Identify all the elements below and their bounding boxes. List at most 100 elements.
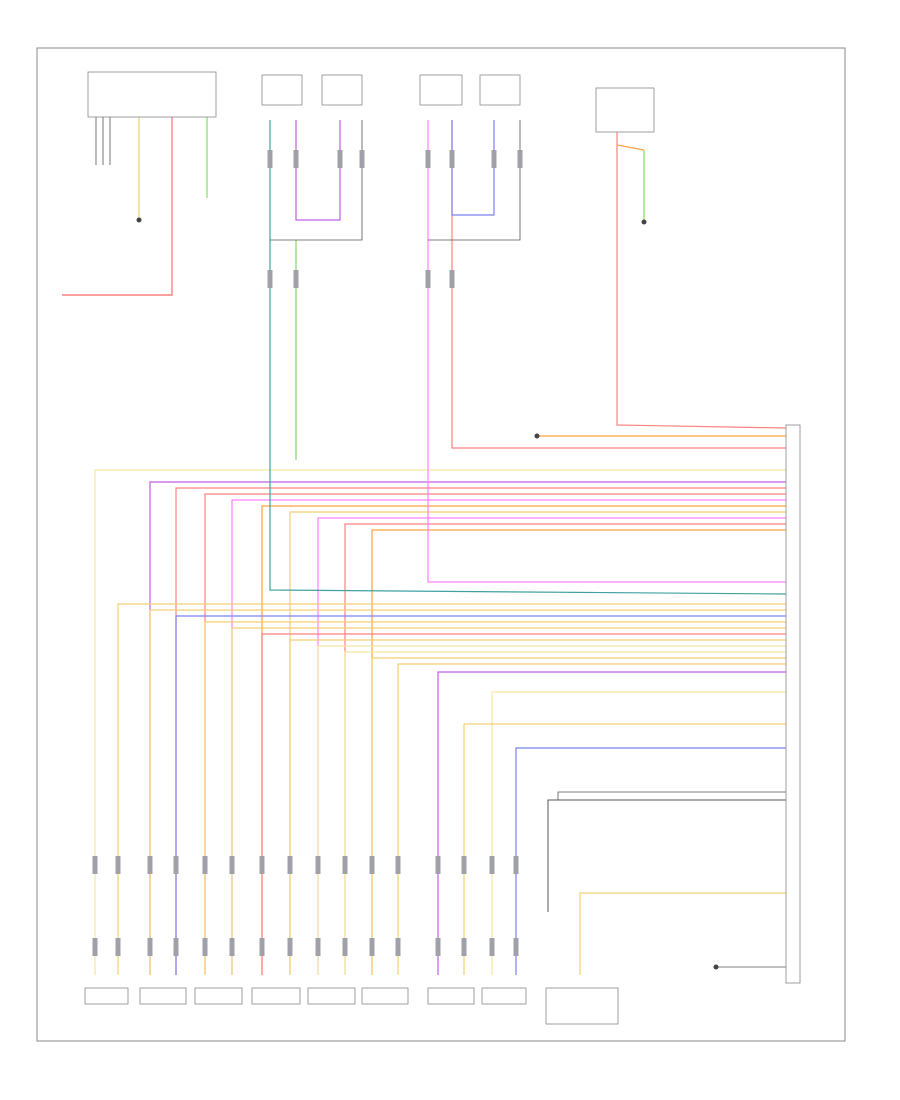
ground-point-low bbox=[713, 964, 719, 970]
tweeter-connector-3 bbox=[425, 270, 431, 288]
sub-wire-3 bbox=[515, 747, 786, 975]
speaker-connector-top-1 bbox=[92, 856, 98, 874]
speaker-connector-bottom-8 bbox=[287, 938, 293, 956]
harness-wire-lower-5 bbox=[231, 627, 786, 975]
speaker-connector-bottom-1 bbox=[92, 938, 98, 956]
tweeter-wire-blue bbox=[451, 120, 495, 216]
speaker-connector-top-9 bbox=[315, 856, 321, 874]
harness-wire-lower-8 bbox=[317, 645, 786, 975]
ground-point-mid bbox=[534, 433, 540, 439]
rear-tweeter-left-box bbox=[261, 74, 303, 106]
speaker-connector-bottom-12 bbox=[395, 938, 401, 956]
harness-wire-upper-3 bbox=[175, 487, 786, 975]
harness-wire-lower-3 bbox=[175, 615, 786, 975]
main-connector-bar bbox=[785, 424, 801, 984]
harness-wire-lower-7 bbox=[289, 639, 786, 975]
front-tweeter-left-box bbox=[419, 74, 463, 106]
harness-wire-lower-10 bbox=[371, 657, 786, 975]
speaker-box-3 bbox=[194, 987, 243, 1005]
harness-wire-upper-5 bbox=[231, 499, 786, 975]
harness-wire-lower-2 bbox=[149, 609, 786, 975]
tweeter-plug-1 bbox=[267, 150, 273, 168]
subwoofer-amplifier-box bbox=[545, 987, 619, 1025]
speaker-box-7 bbox=[427, 987, 475, 1005]
front-tweeter-right-box bbox=[479, 74, 521, 106]
speaker-connector-bottom-16 bbox=[513, 938, 519, 956]
speaker-connector-top-5 bbox=[202, 856, 208, 874]
speaker-box-8 bbox=[481, 987, 527, 1005]
speaker-box-6 bbox=[361, 987, 409, 1005]
speaker-connector-bottom-15 bbox=[489, 938, 495, 956]
harness-wire-lower-11 bbox=[397, 663, 786, 975]
speaker-connector-bottom-4 bbox=[173, 938, 179, 956]
speaker-box-4 bbox=[251, 987, 301, 1005]
speaker-connector-bottom-7 bbox=[259, 938, 265, 956]
harness-wire-lower-9 bbox=[344, 651, 786, 975]
speaker-connector-bottom-11 bbox=[369, 938, 375, 956]
ground-point-right bbox=[641, 219, 647, 225]
speaker-box-2 bbox=[139, 987, 187, 1005]
connector-layer bbox=[84, 150, 798, 1005]
tweeter-plug-7 bbox=[491, 150, 497, 168]
fuse-riser-red bbox=[616, 132, 787, 429]
speaker-connector-top-14 bbox=[461, 856, 467, 874]
harness-wire-upper-2 bbox=[149, 481, 786, 975]
harness-wire-upper-10 bbox=[371, 529, 786, 975]
speaker-connector-bottom-6 bbox=[229, 938, 235, 956]
speaker-connector-top-2 bbox=[115, 856, 121, 874]
speaker-connector-top-16 bbox=[513, 856, 519, 874]
fuse-relay-box bbox=[595, 87, 655, 133]
tweeter-wire-gray-left bbox=[270, 120, 363, 241]
wire-layer bbox=[62, 117, 787, 975]
speaker-connector-bottom-5 bbox=[202, 938, 208, 956]
speaker-connector-top-12 bbox=[395, 856, 401, 874]
harness-wire-upper-1 bbox=[94, 469, 786, 975]
tweeter-wire-teal bbox=[269, 120, 787, 595]
radio-wire-red bbox=[62, 117, 173, 296]
fuse-riser-orange bbox=[616, 144, 645, 151]
sub-wire-2 bbox=[463, 723, 786, 975]
tweeter-connector-2 bbox=[293, 270, 299, 288]
harness-wire-upper-6 bbox=[261, 505, 786, 975]
amp-wire-1 bbox=[547, 799, 786, 912]
speaker-box-5 bbox=[307, 987, 356, 1005]
speaker-connector-top-3 bbox=[147, 856, 153, 874]
tweeter-plug-2 bbox=[293, 150, 299, 168]
harness-wire-lower-1 bbox=[117, 603, 786, 975]
speaker-connector-top-10 bbox=[342, 856, 348, 874]
speaker-connector-top-8 bbox=[287, 856, 293, 874]
tweeter-wire-gray-right bbox=[428, 120, 521, 241]
tweeter-wire-red bbox=[451, 120, 786, 449]
tweeter-plug-5 bbox=[425, 150, 431, 168]
speaker-connector-top-4 bbox=[173, 856, 179, 874]
harness-wire-lower-4 bbox=[204, 621, 786, 975]
speaker-connector-bottom-13 bbox=[435, 938, 441, 956]
tweeter-wire-pink bbox=[427, 120, 786, 583]
speaker-connector-bottom-3 bbox=[147, 938, 153, 956]
sub-wire-1 bbox=[491, 691, 786, 975]
speaker-connector-top-6 bbox=[229, 856, 235, 874]
speaker-box-1 bbox=[84, 987, 129, 1005]
harness-wire-upper-4 bbox=[204, 493, 786, 975]
harness-wire-upper-8 bbox=[317, 517, 786, 975]
speaker-connector-bottom-2 bbox=[115, 938, 121, 956]
speaker-connector-top-11 bbox=[369, 856, 375, 874]
harness-wire-lower-6 bbox=[261, 633, 786, 975]
speaker-connector-top-15 bbox=[489, 856, 495, 874]
tweeter-connector-4 bbox=[449, 270, 455, 288]
speaker-connector-bottom-14 bbox=[461, 938, 467, 956]
rear-tweeter-right-box bbox=[321, 74, 363, 106]
amp-wire-3 bbox=[579, 892, 786, 975]
speaker-connector-bottom-9 bbox=[315, 938, 321, 956]
tweeter-plug-8 bbox=[517, 150, 523, 168]
speaker-connector-bottom-10 bbox=[342, 938, 348, 956]
tweeter-plug-6 bbox=[449, 150, 455, 168]
diagram-frame bbox=[36, 47, 846, 1042]
amp-wire-2 bbox=[557, 791, 786, 800]
radio-module-box bbox=[87, 71, 217, 118]
tweeter-plug-4 bbox=[359, 150, 365, 168]
harness-wire-lower-12 bbox=[437, 671, 786, 975]
tweeter-wire-purple bbox=[295, 120, 341, 221]
tweeter-connector-1 bbox=[267, 270, 273, 288]
